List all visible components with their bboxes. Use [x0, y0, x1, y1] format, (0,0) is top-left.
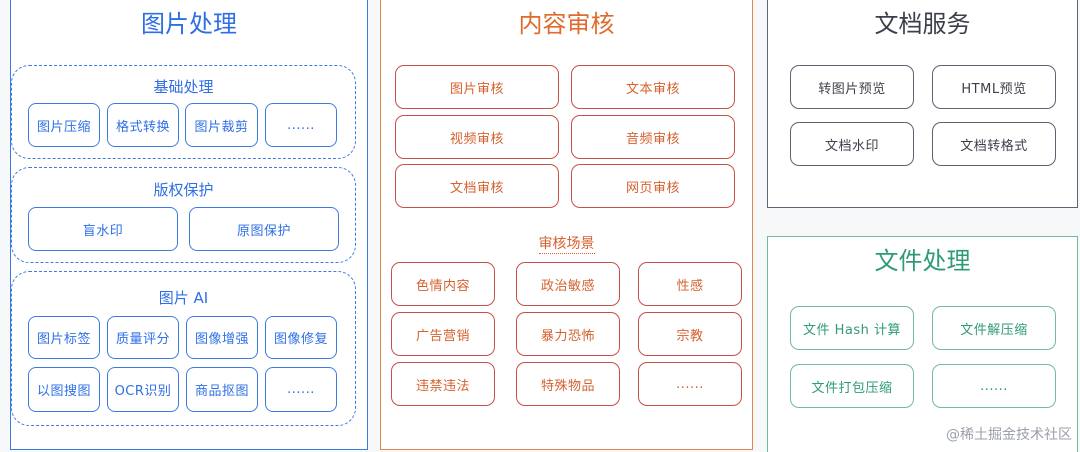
- image-crop-box: 图片裁剪: [185, 103, 258, 147]
- scene-porn-box: 色情内容: [391, 262, 495, 306]
- text-audit-box: 文本审核: [571, 65, 735, 109]
- file-hash-box: 文件 Hash 计算: [790, 306, 914, 350]
- image-enhance-box: 图像增强: [186, 316, 258, 359]
- image-ai-title: 图片 AI: [158, 289, 209, 307]
- image-tag-box: 图片标签: [28, 316, 100, 359]
- product-cutout-box: 商品抠图: [186, 367, 258, 412]
- scene-special-items-box: 特殊物品: [516, 362, 620, 406]
- image-processing-title: 图片处理: [141, 10, 237, 38]
- format-convert-box: 格式转换: [107, 103, 179, 147]
- blind-watermark-box: 盲水印: [28, 207, 178, 251]
- doc-audit-box: 文档审核: [395, 164, 559, 208]
- audio-audit-box: 音频审核: [571, 115, 735, 159]
- image-compress-box: 图片压缩: [28, 103, 100, 147]
- audit-scenes-title: 审核场景: [381, 233, 752, 254]
- image-repair-box: 图像修复: [265, 316, 337, 359]
- quality-score-box: 质量评分: [107, 316, 179, 359]
- document-services-title: 文档服务: [874, 10, 971, 38]
- doc-convert-box: 文档转格式: [932, 122, 1056, 166]
- scene-more-box: ......: [638, 362, 742, 406]
- file-pack-box: 文件打包压缩: [790, 364, 914, 408]
- doc-watermark-box: 文档水印: [790, 122, 914, 166]
- content-audit-title: 内容审核: [518, 10, 615, 38]
- scene-sexy-box: 性感: [638, 262, 742, 306]
- scene-religion-box: 宗教: [638, 312, 742, 356]
- basic-processing-group: 基础处理 图片压缩 格式转换 图片裁剪 ......: [11, 65, 356, 159]
- file-more-box: ......: [932, 364, 1056, 408]
- image-ai-group: 图片 AI 图片标签 质量评分 图像增强 图像修复 以图搜图 OCR识别 商品抠…: [11, 271, 356, 426]
- webpage-audit-box: 网页审核: [571, 164, 735, 208]
- original-protect-box: 原图保护: [189, 207, 339, 251]
- ai-more-box: ......: [265, 367, 337, 412]
- scene-ads-box: 广告营销: [391, 312, 495, 356]
- copyright-protection-title: 版权保护: [153, 181, 214, 199]
- audit-scenes-label: 审核场景: [538, 236, 595, 254]
- file-decompress-box: 文件解压缩: [932, 306, 1056, 350]
- content-audit-panel: 内容审核 图片审核 文本审核 视频审核 音频审核 文档审核 网页审核 审核场景 …: [380, 0, 753, 450]
- source-watermark: @稀土掘金技术社区: [946, 427, 1072, 443]
- to-image-preview-box: 转图片预览: [790, 65, 914, 109]
- scene-terror-box: 暴力恐怖: [516, 312, 620, 356]
- ocr-box: OCR识别: [107, 367, 179, 412]
- image-processing-panel: 图片处理 基础处理 图片压缩 格式转换 图片裁剪 ...... 版权保护 盲水印…: [10, 0, 368, 450]
- scene-prohibited-box: 违禁违法: [391, 362, 495, 406]
- file-processing-title: 文件处理: [874, 247, 971, 275]
- file-processing-panel: 文件处理 文件 Hash 计算 文件解压缩 文件打包压缩 ......: [767, 236, 1078, 452]
- basic-processing-title: 基础处理: [153, 78, 214, 96]
- image-search-box: 以图搜图: [28, 367, 100, 412]
- basic-more-box: ......: [265, 103, 337, 147]
- html-preview-box: HTML预览: [932, 65, 1056, 109]
- video-audit-box: 视频审核: [395, 115, 559, 159]
- image-audit-box: 图片审核: [395, 65, 559, 109]
- copyright-protection-group: 版权保护 盲水印 原图保护: [11, 167, 356, 263]
- scene-politics-box: 政治敏感: [516, 262, 620, 306]
- document-services-panel: 文档服务 转图片预览 HTML预览 文档水印 文档转格式: [767, 0, 1078, 208]
